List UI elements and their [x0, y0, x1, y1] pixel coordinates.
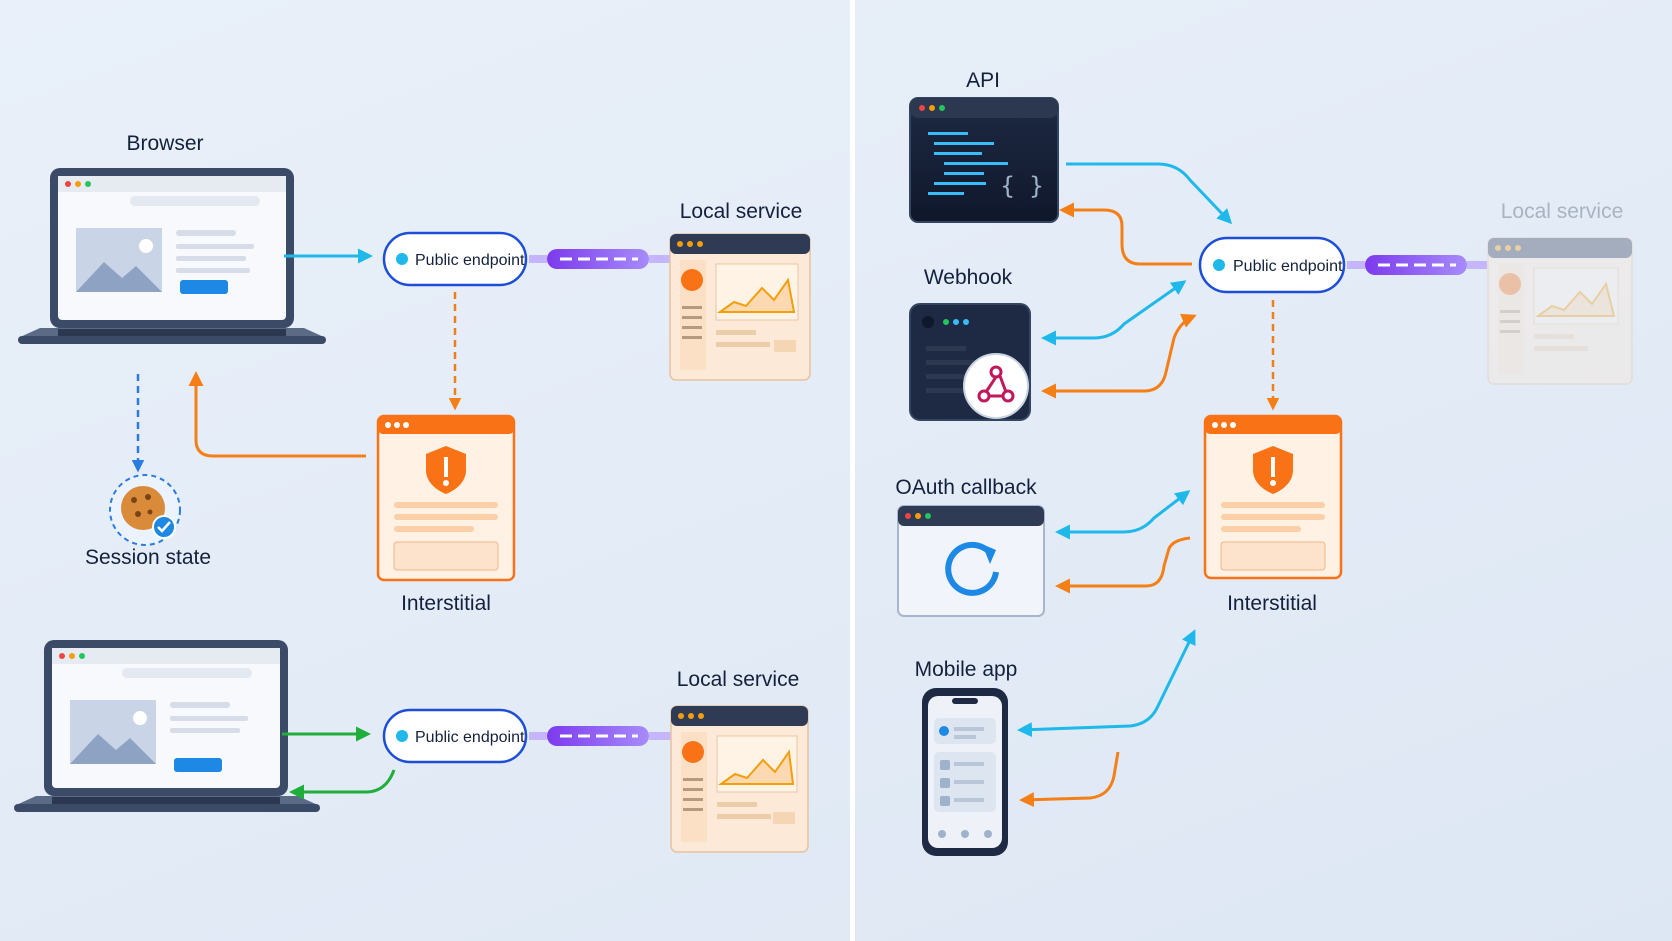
cookie-icon — [121, 486, 165, 530]
interstitial-label: Interstitial — [401, 592, 491, 615]
interstitial-window — [376, 414, 516, 582]
mobile-redirect-arrow — [1019, 751, 1120, 808]
chart-icon — [1533, 267, 1619, 325]
redirect-arrow — [188, 371, 366, 458]
local-service-window — [669, 233, 811, 381]
browser-laptop-bottom — [14, 640, 320, 812]
mobile-request-arrow — [1017, 629, 1196, 738]
webhook-request-arrow — [1041, 280, 1187, 346]
tunnel-connector-bottom — [529, 726, 671, 746]
oauth-redirect-arrow — [1055, 536, 1191, 594]
oauth-window — [897, 505, 1045, 617]
api-window: { } — [909, 97, 1059, 223]
public-endpoint-pill[interactable]: Public endpoint — [382, 231, 528, 287]
success-response-arrow — [289, 769, 396, 800]
code-icon: { } — [1000, 172, 1043, 200]
webhook-label: Webhook — [924, 266, 1013, 289]
interstitial-label-right: Interstitial — [1227, 592, 1317, 615]
oauth-label: OAuth callback — [895, 476, 1037, 499]
local-service-label-right: Local service — [1501, 200, 1624, 223]
public-endpoint-label: Public endpoint — [415, 252, 525, 269]
session-cookie — [109, 474, 181, 546]
tunnel-connector-right — [1347, 255, 1487, 275]
cta-button-icon — [180, 280, 228, 294]
webhook-redirect-arrow — [1041, 313, 1197, 399]
public-endpoint-label: Public endpoint — [1233, 258, 1343, 275]
local-service-label: Local service — [680, 200, 803, 223]
api-request-arrow — [1066, 162, 1233, 225]
browser-laptop — [18, 168, 326, 344]
interstitial-window-right — [1203, 414, 1343, 580]
panel-divider — [850, 0, 855, 941]
mobile-label: Mobile app — [915, 658, 1018, 681]
local-service-window-bottom — [670, 705, 809, 853]
status-dot-icon — [1213, 259, 1225, 271]
local-service-window-right — [1487, 237, 1633, 385]
refresh-icon — [945, 541, 999, 596]
status-dot-icon — [396, 253, 408, 265]
public-endpoint-pill-right[interactable]: Public endpoint — [1198, 236, 1346, 294]
public-endpoint-pill-bottom[interactable]: Public endpoint — [382, 708, 528, 764]
status-dot-icon — [396, 730, 408, 742]
api-label: API — [966, 69, 1000, 92]
public-endpoint-label: Public endpoint — [415, 729, 525, 746]
local-service-label-bottom: Local service — [677, 668, 800, 691]
oauth-request-arrow — [1055, 490, 1191, 540]
session-state-label: Session state — [85, 546, 211, 569]
webhook-server — [909, 303, 1031, 421]
tunnel-connector — [529, 249, 671, 269]
api-redirect-arrow — [1059, 202, 1192, 266]
browser-label: Browser — [126, 132, 203, 155]
mobile-phone — [922, 688, 1008, 856]
webhook-icon — [963, 353, 1029, 419]
